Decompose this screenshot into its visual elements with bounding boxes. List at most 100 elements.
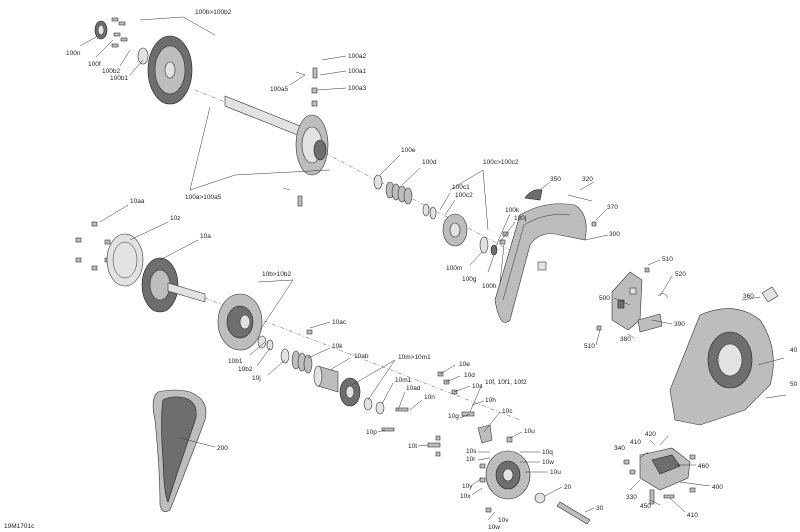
label-100f: 100f: [88, 61, 101, 68]
label-100j: 100j: [514, 215, 526, 222]
label-10w-2: 10w: [488, 524, 500, 531]
label-10p: 10p: [366, 429, 377, 436]
label-10ad: 10ad: [406, 385, 421, 392]
label-520: 520: [675, 271, 686, 278]
label-100c: 100c>100c2: [483, 159, 519, 166]
label-100c1: 100c1: [452, 184, 470, 191]
label-10b: 10b>10b2: [262, 271, 291, 278]
label-100a5: 100a5: [270, 86, 288, 93]
label-100d: 100d: [422, 159, 437, 166]
label-100b1: 100b1: [110, 75, 128, 82]
callout-labels: 100b>100b2 100n 100f 100b2 100b1 100a2 1…: [4, 9, 798, 531]
label-10k: 10k: [332, 343, 343, 350]
part-10j: [280, 348, 290, 364]
label-380: 380: [620, 336, 631, 343]
label-10e: 10e: [459, 361, 470, 368]
label-200: 200: [217, 445, 228, 452]
label-400: 400: [712, 484, 723, 491]
label-330: 330: [626, 494, 637, 501]
label-10ac: 10ac: [332, 319, 347, 326]
label-100a1: 100a1: [348, 68, 366, 75]
label-10g: 10g: [448, 413, 459, 420]
label-450: 450: [640, 503, 651, 510]
label-10r: 10r: [466, 456, 476, 463]
label-10y: 10y: [462, 483, 473, 490]
label-20: 20: [564, 484, 572, 491]
label-100b2: 100b2: [102, 68, 120, 75]
label-10m1: 10m1: [395, 377, 412, 384]
label-40: 40: [790, 347, 798, 354]
leader-lines: [79, 16, 761, 521]
drive-pulley-assembly: [75, 221, 521, 432]
label-10z: 10z: [170, 215, 180, 222]
part-350: [524, 189, 543, 201]
label-100c2: 100c2: [455, 192, 473, 199]
label-10u-2: 10u: [550, 469, 561, 476]
label-10b2: 10b2: [238, 366, 253, 373]
label-390: 390: [674, 321, 685, 328]
label-10b1: 10b1: [228, 358, 243, 365]
label-100a: 100a>100a5: [185, 194, 222, 201]
part-100e: [373, 174, 383, 190]
label-10ab: 10ab: [354, 353, 369, 360]
label-30: 30: [596, 505, 604, 512]
label-10t: 10t: [408, 443, 417, 450]
label-100k: 100k: [505, 207, 520, 214]
label-10n: 10n: [424, 394, 435, 401]
part-100b1: [137, 47, 149, 65]
label-100g: 100g: [462, 276, 477, 283]
label-10u-1: 10u: [524, 428, 535, 435]
diagram-code: 19M1701c: [4, 523, 35, 530]
label-510-a: 510: [662, 256, 673, 263]
label-370: 370: [607, 204, 618, 211]
part-100g: [490, 244, 498, 256]
label-10s-2: 10s: [466, 448, 477, 455]
label-100n: 100n: [66, 50, 81, 57]
belt-200: [152, 389, 207, 512]
cover-360: [669, 286, 787, 426]
label-340: 340: [614, 445, 625, 452]
label-10m: 10m>10m1: [398, 354, 431, 361]
label-10x: 10x: [460, 493, 471, 500]
bracket-500: [596, 267, 669, 333]
part-320: [567, 194, 593, 202]
label-100b: 100b>100b2: [195, 9, 232, 16]
label-10aa: 10aa: [130, 198, 145, 205]
label-10q: 10q: [542, 449, 553, 456]
part-100m: [479, 236, 489, 254]
part-10k-spring: [291, 350, 313, 374]
label-10j: 10j: [252, 375, 261, 382]
label-10c: 10c: [502, 408, 513, 415]
driven-pulley-assembly: [94, 17, 511, 256]
label-10a: 10a: [200, 233, 211, 240]
label-10w: 10w: [542, 459, 554, 466]
part-10z-plate: [106, 233, 144, 287]
part-20-washer: [534, 492, 546, 504]
label-100e: 100e: [401, 147, 416, 154]
label-420: 420: [645, 431, 656, 438]
label-460: 460: [698, 463, 709, 470]
label-320: 320: [582, 176, 593, 183]
housing-300: [494, 189, 597, 323]
part-100a-shaft: [224, 95, 301, 137]
label-100a2: 100a2: [348, 53, 366, 60]
label-100m: 100m: [446, 265, 462, 272]
label-510-b: 510: [584, 343, 595, 350]
label-360: 360: [743, 293, 754, 300]
label-410-b: 410: [687, 512, 698, 519]
label-500: 500: [599, 295, 610, 302]
label-10f: 10f, 10f1, 10f2: [485, 379, 527, 386]
label-10s: 10s: [472, 383, 483, 390]
label-10h: 10h: [485, 397, 496, 404]
label-10d: 10d: [464, 372, 475, 379]
label-10v: 10v: [498, 517, 509, 524]
label-350: 350: [550, 176, 561, 183]
label-50: 50: [790, 381, 798, 388]
label-100h: 100h: [482, 283, 497, 290]
part-100d-spring: [385, 181, 413, 205]
lower-drive-components: [427, 371, 591, 525]
part-30-bolt: [556, 501, 591, 525]
lower-right-parts: [623, 447, 696, 505]
label-300: 300: [609, 231, 620, 238]
